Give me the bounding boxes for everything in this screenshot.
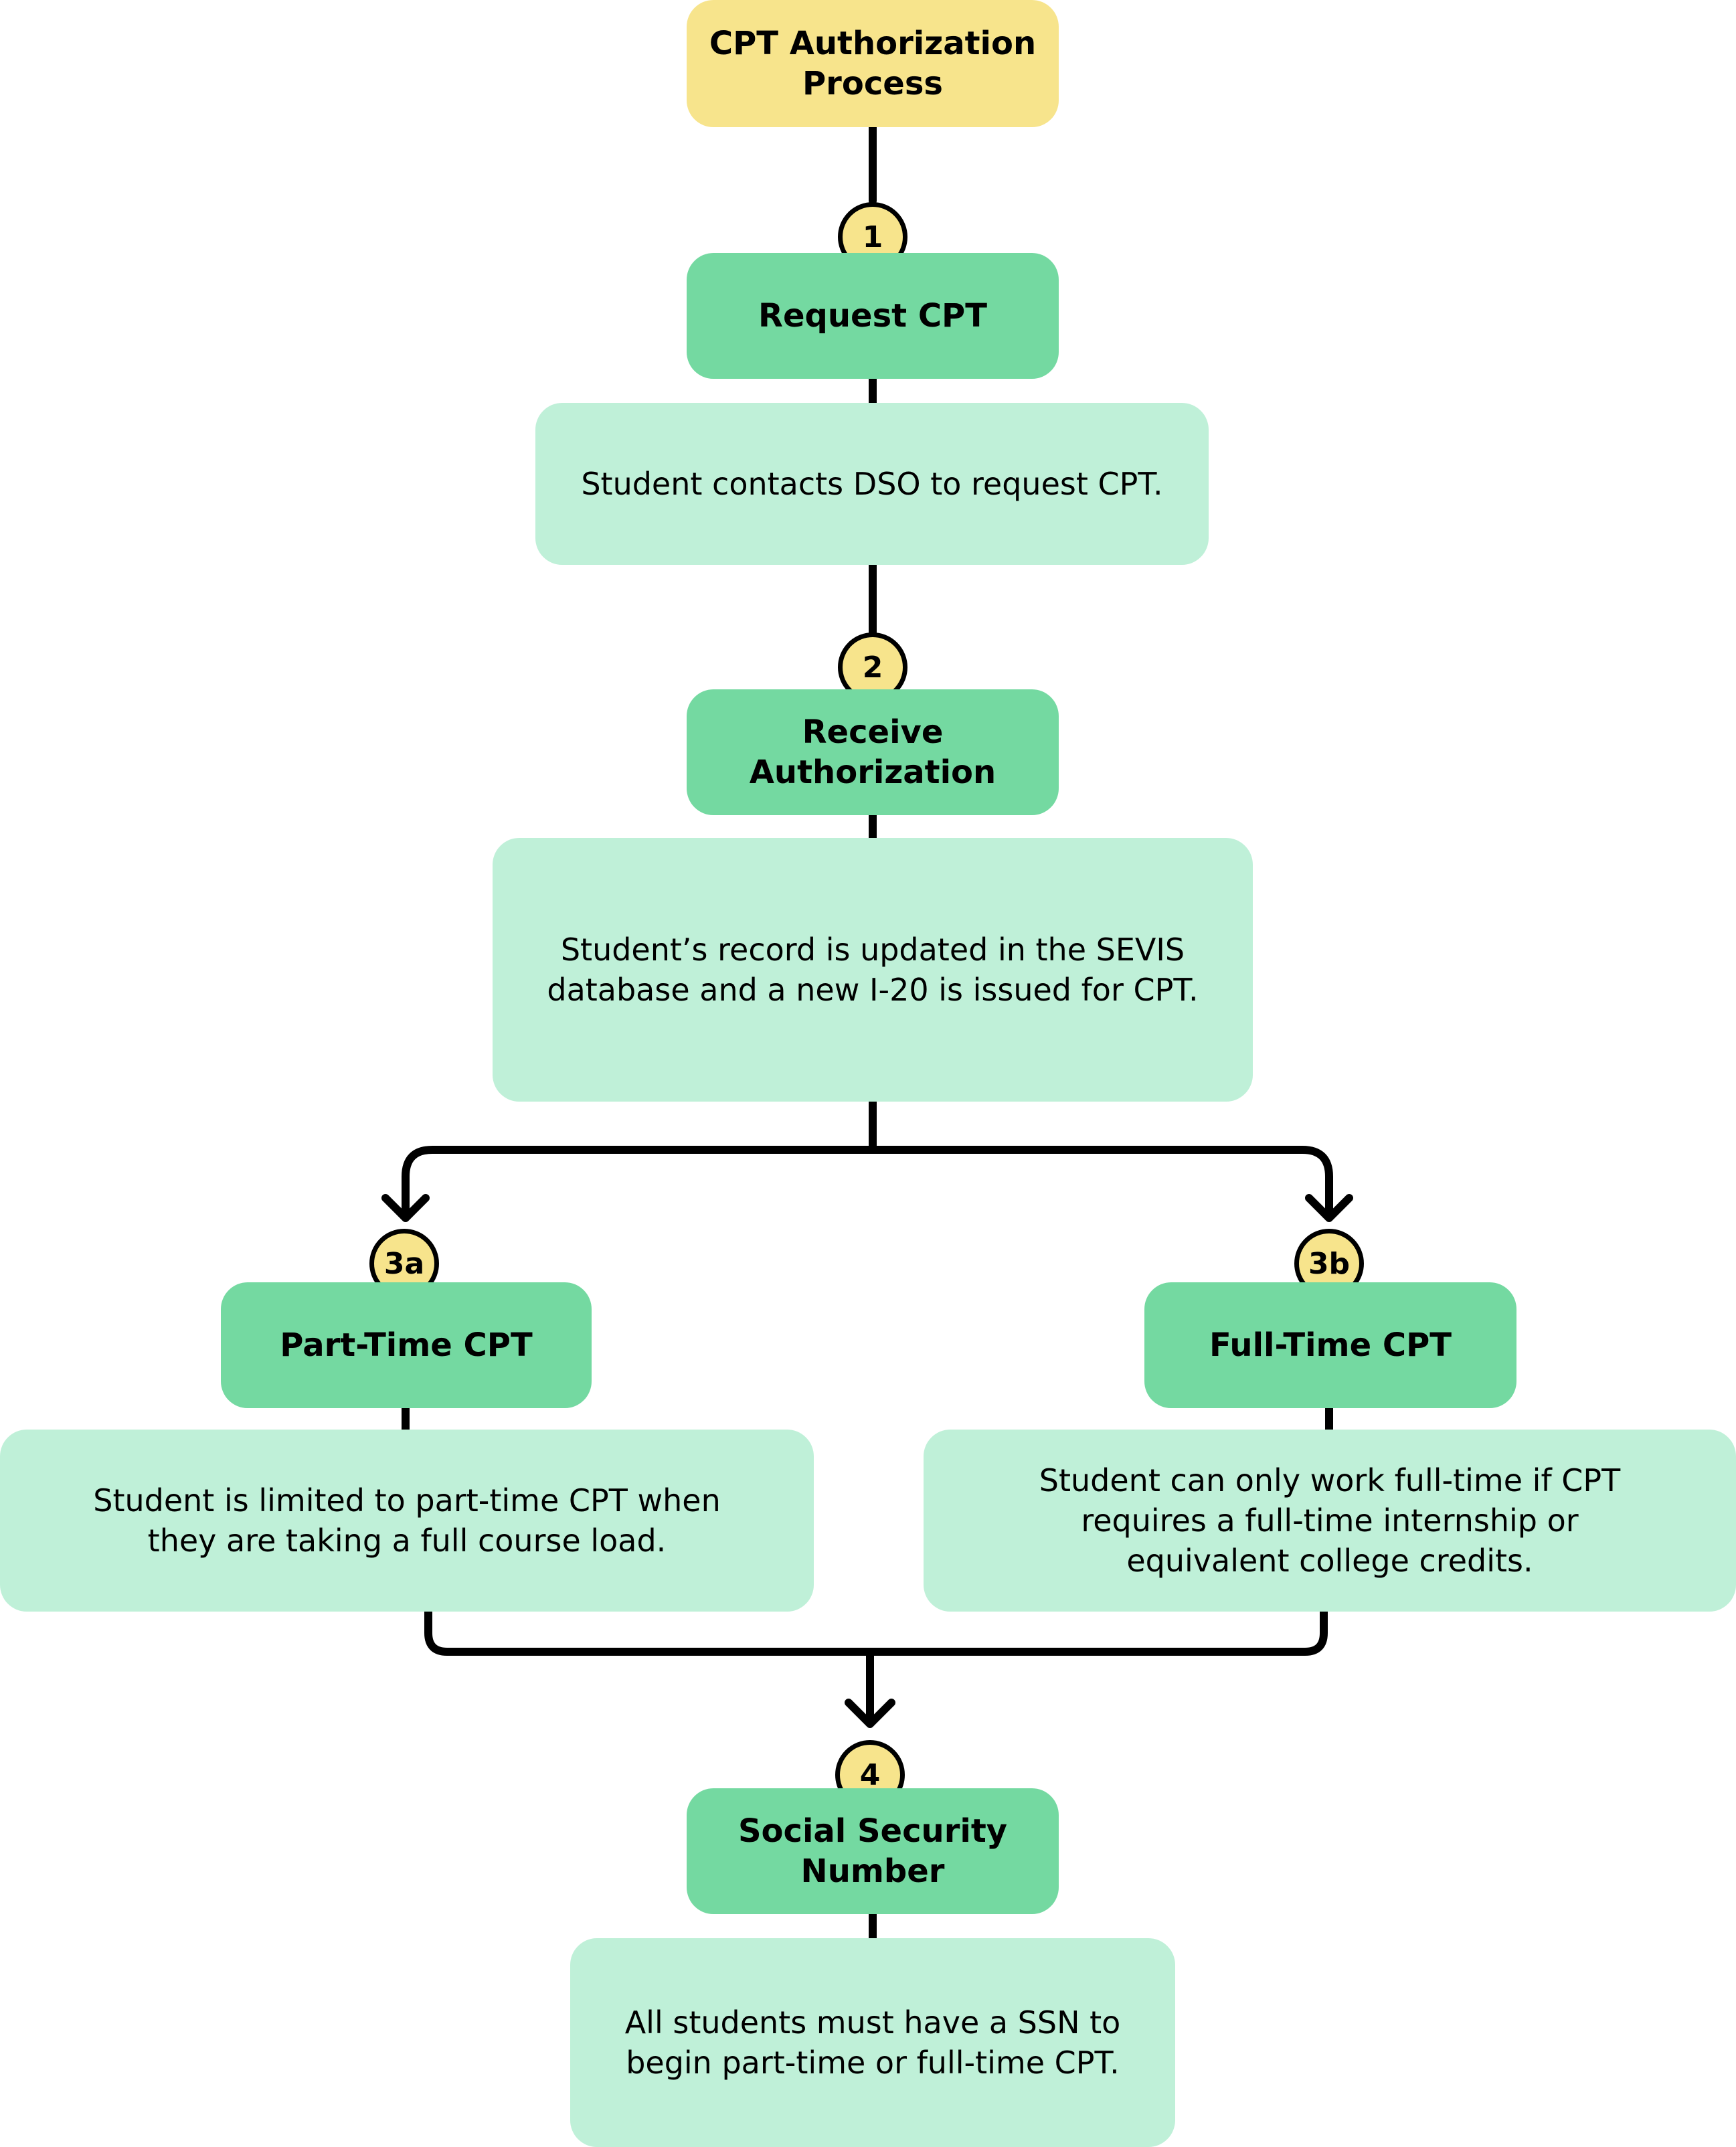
step-4-social-security-number: Social Security Number	[687, 1788, 1059, 1914]
step-3a-part-time-cpt: Part-Time CPT	[221, 1282, 592, 1408]
process-title: CPT Authorization Process	[687, 0, 1059, 127]
step-1-request-cpt: Request CPT	[687, 253, 1059, 379]
connector-branch-right	[869, 1146, 1333, 1215]
connector-merge	[424, 1608, 1328, 1656]
step-3b-description: Student can only work full-time if CPT r…	[924, 1430, 1736, 1612]
arrowhead-4	[845, 1699, 895, 1728]
connector-branch-left	[402, 1146, 877, 1215]
step-3a-description: Student is limited to part-time CPT when…	[0, 1430, 814, 1612]
step-2-receive-authorization: Receive Authorization	[687, 689, 1059, 815]
step-1-description: Student contacts DSO to request CPT.	[535, 403, 1209, 565]
step-4-description: All students must have a SSN to begin pa…	[570, 1938, 1175, 2147]
arrowhead-3a	[381, 1194, 430, 1222]
arrowhead-3b	[1305, 1194, 1353, 1222]
step-3b-full-time-cpt: Full-Time CPT	[1144, 1282, 1516, 1408]
step-2-description: Student’s record is updated in the SEVIS…	[493, 838, 1253, 1102]
